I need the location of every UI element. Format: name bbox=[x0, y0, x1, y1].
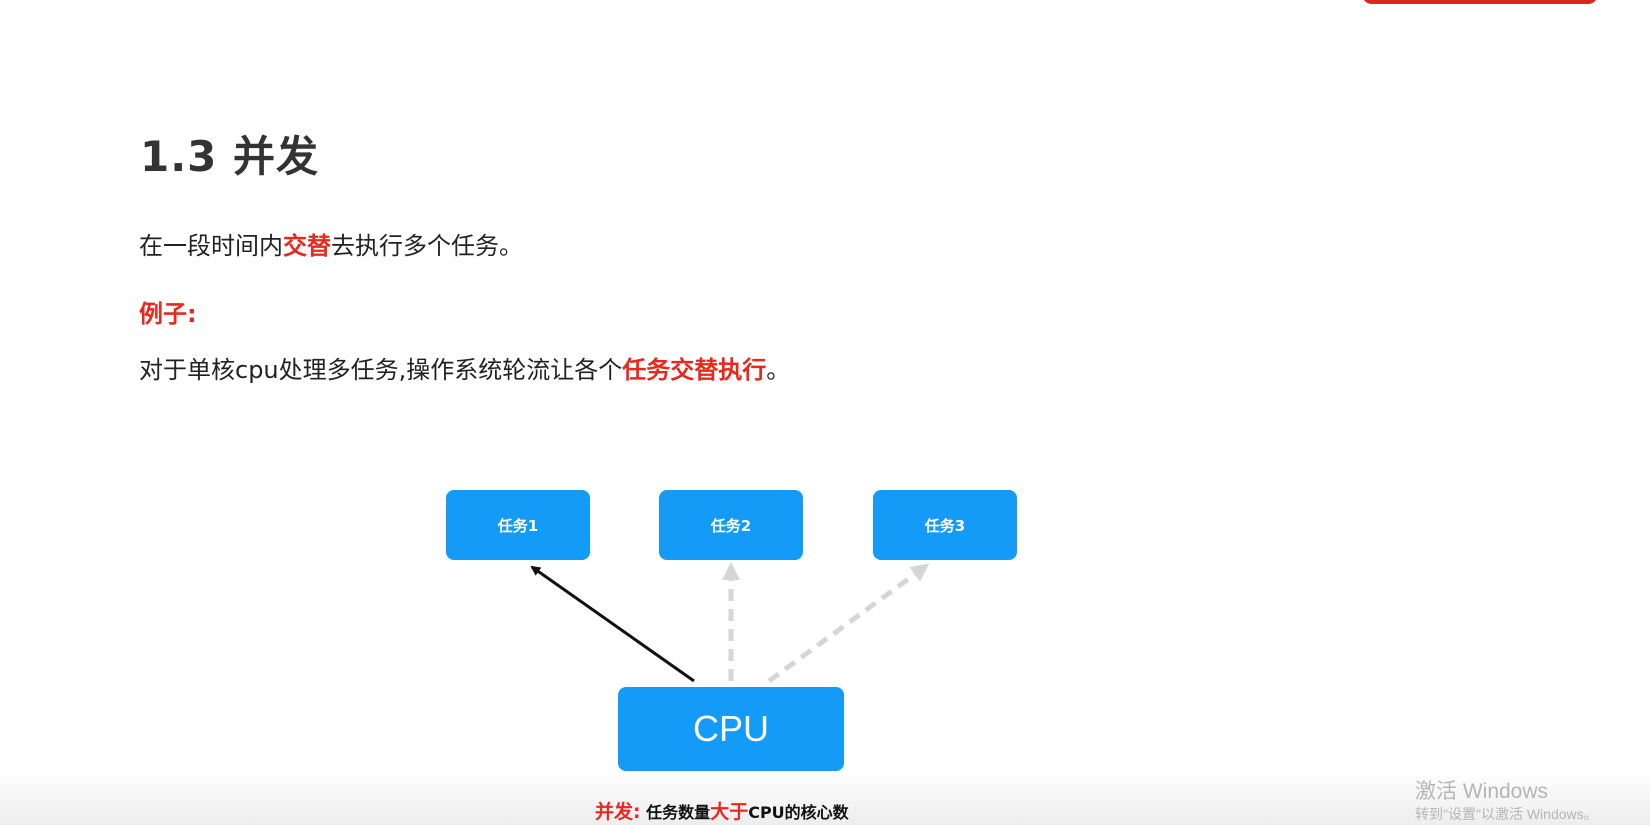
example-highlight: 任务交替执行 bbox=[622, 356, 767, 384]
caption-emphasis: 大于 bbox=[710, 801, 749, 823]
cpu-box: CPU bbox=[618, 687, 844, 771]
task-box-1: 任务1 bbox=[446, 490, 590, 560]
caption-text-1: 任务数量 bbox=[640, 803, 711, 822]
definition-text-before: 在一段时间内 bbox=[139, 232, 283, 260]
active-arrow-to-task-1 bbox=[530, 565, 695, 683]
definition-text: 在一段时间内交替去执行多个任务。 bbox=[139, 232, 523, 261]
watermark-line-1: 激活 Windows bbox=[1415, 780, 1549, 803]
diagram-caption: 并发: 任务数量大于CPU的核心数 bbox=[595, 800, 849, 825]
task-box-2: 任务2 bbox=[659, 490, 803, 560]
bottom-fade bbox=[0, 770, 1650, 825]
windows-activation-watermark: 激活 Windows 转到"设置"以激活 Windows。 bbox=[1415, 780, 1598, 823]
definition-highlight: 交替 bbox=[283, 232, 331, 260]
top-red-tab bbox=[1362, 0, 1598, 4]
caption-label: 并发: bbox=[595, 801, 641, 823]
caption-text-2: CPU的核心数 bbox=[748, 803, 849, 822]
section-heading: 1.3 并发 bbox=[140, 132, 320, 181]
example-text: 对于单核cpu处理多任务,操作系统轮流让各个任务交替执行。 bbox=[139, 356, 790, 385]
example-text-after: 。 bbox=[766, 356, 791, 384]
example-label: 例子: bbox=[139, 300, 197, 328]
inactive-arrow-to-task-3 bbox=[767, 563, 930, 684]
watermark-line-2: 转到"设置"以激活 Windows。 bbox=[1415, 806, 1598, 823]
definition-text-after: 去执行多个任务。 bbox=[331, 232, 523, 260]
example-text-before: 对于单核cpu处理多任务,操作系统轮流让各个 bbox=[139, 356, 623, 384]
task-box-3: 任务3 bbox=[873, 490, 1017, 560]
